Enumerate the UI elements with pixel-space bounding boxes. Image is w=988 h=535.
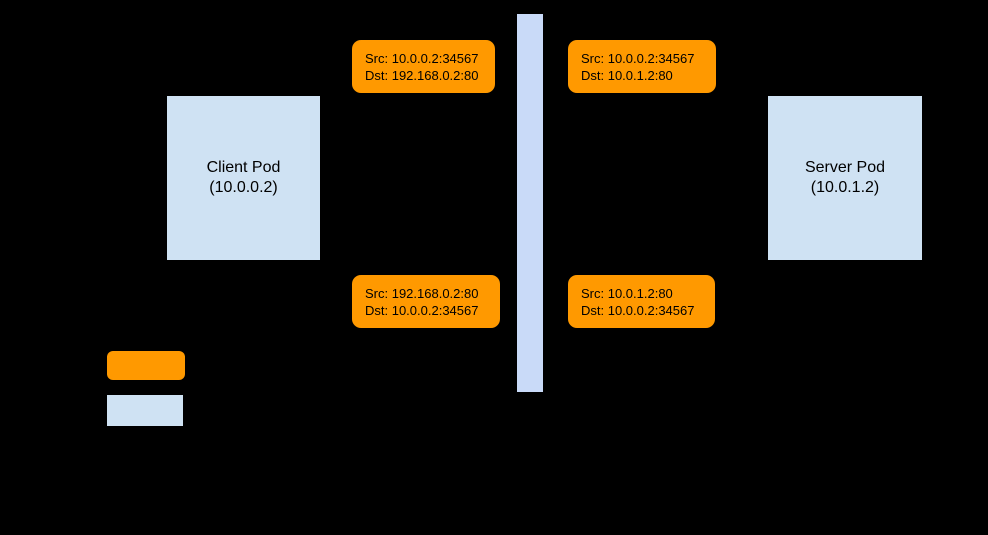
client-pod-box: Client Pod (10.0.0.2) xyxy=(167,96,320,260)
packet-src: Src: 10.0.0.2:34567 xyxy=(365,50,479,66)
server-pod-title: Server Pod xyxy=(804,159,886,176)
packet-label-bottom-right: Src: 10.0.1.2:80 Dst: 10.0.0.2:34567 xyxy=(568,275,715,328)
packet-dst: Dst: 10.0.1.2:80 xyxy=(581,67,673,83)
packet-src: Src: 10.0.0.2:34567 xyxy=(581,50,695,66)
packet-src: Src: 192.168.0.2:80 xyxy=(365,285,479,301)
packet-dst: Dst: 10.0.0.2:34567 xyxy=(581,302,695,318)
packet-src: Src: 10.0.1.2:80 xyxy=(581,285,673,301)
legend-swatch-pod xyxy=(107,395,183,426)
client-pod-title: Client Pod xyxy=(206,159,281,176)
node-boundary-bar xyxy=(517,14,543,392)
server-pod-ip: (10.0.1.2) xyxy=(810,179,880,196)
server-pod-box: Server Pod (10.0.1.2) xyxy=(768,96,922,260)
client-pod-ip: (10.0.0.2) xyxy=(209,179,278,196)
packet-dst: Dst: 10.0.0.2:34567 xyxy=(365,302,479,318)
packet-label-top-left: Src: 10.0.0.2:34567 Dst: 192.168.0.2:80 xyxy=(352,40,495,93)
packet-label-bottom-left: Src: 192.168.0.2:80 Dst: 10.0.0.2:34567 xyxy=(352,275,500,328)
packet-label-top-right: Src: 10.0.0.2:34567 Dst: 10.0.1.2:80 xyxy=(568,40,716,93)
packet-dst: Dst: 192.168.0.2:80 xyxy=(365,67,479,83)
legend-swatch-packet xyxy=(107,351,185,380)
